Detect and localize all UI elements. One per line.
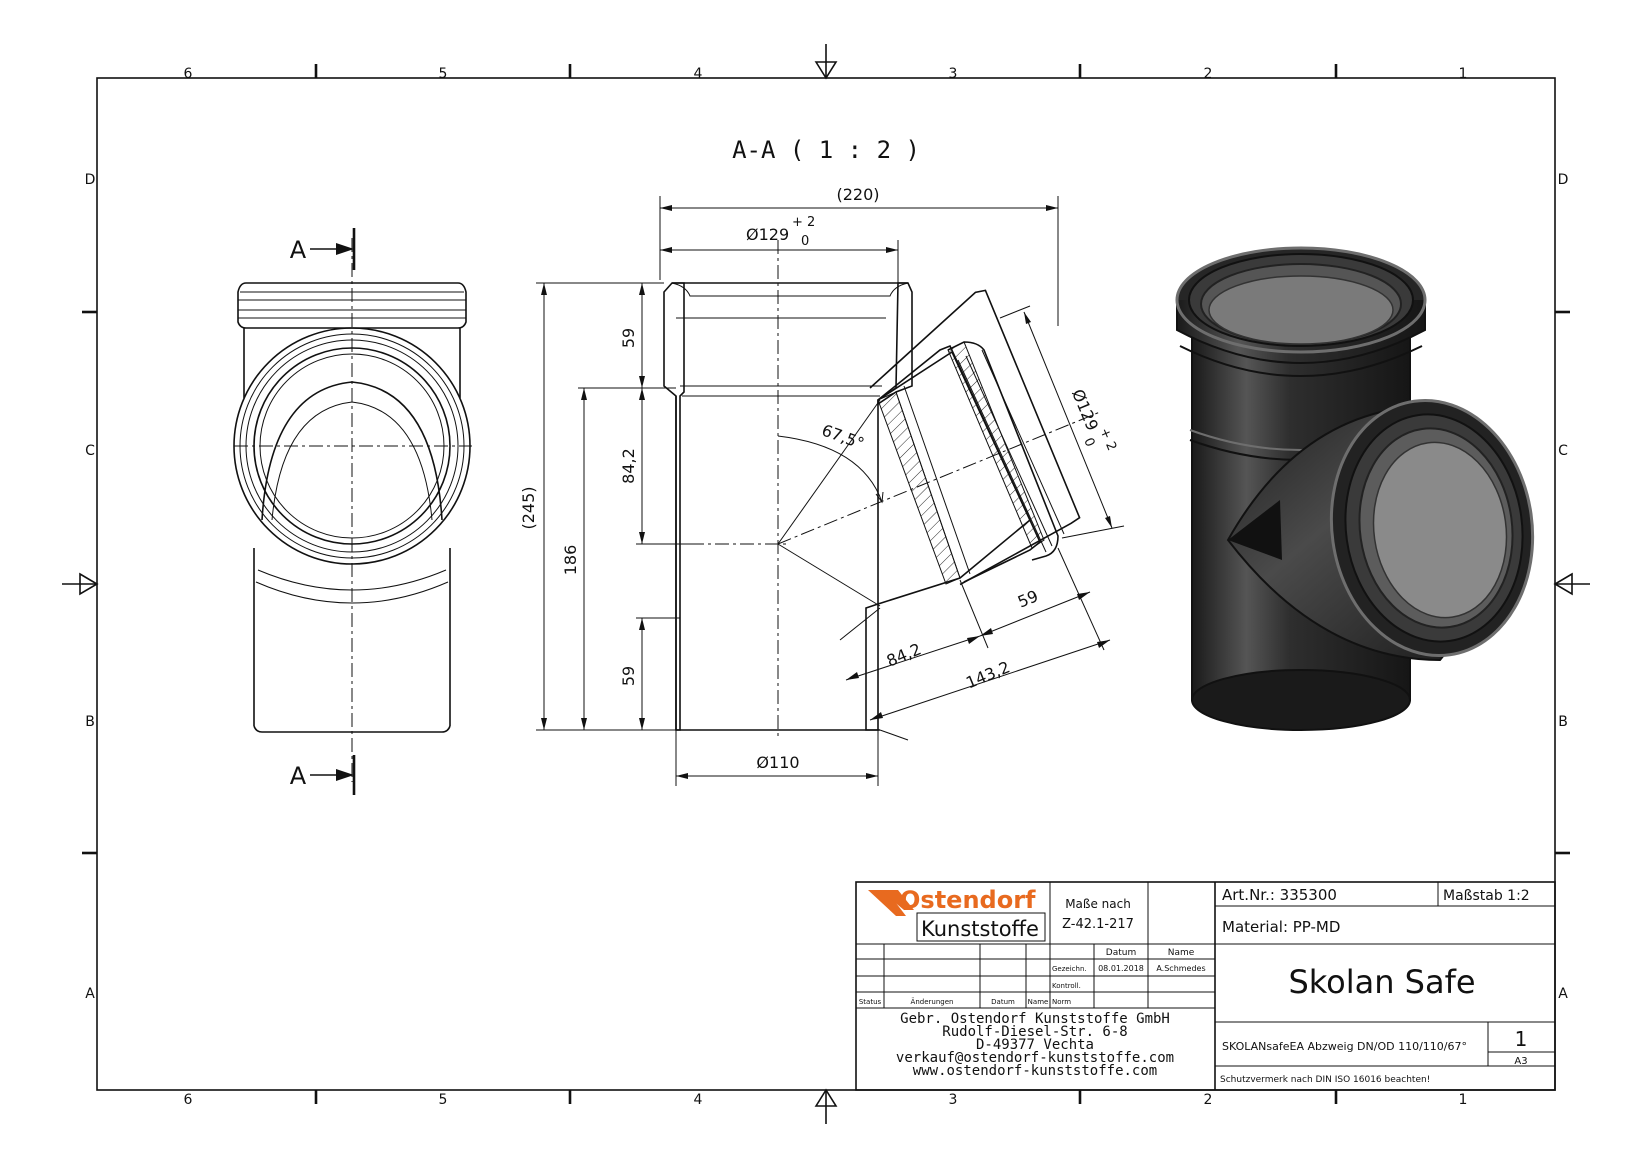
col-header-datum: Datum [1106,948,1136,958]
dim-branch-socket-depth: 59 [1015,586,1041,611]
title-block: Ostendorf Kunststoffe Maße nach Z-42.1-2… [855,881,1556,1091]
col-label-top: 6 [184,66,193,82]
company-line: Gebr. Ostendorf Kunststoffe GmbH [900,1011,1170,1027]
dim-branch-diameter: Ø129 [1068,386,1102,433]
row-label-right: D [1558,172,1569,188]
dim-center-top: 84,2 [619,448,638,484]
centering-mark-bottom [814,1088,838,1124]
row-header-gezeichn: Gezeichn. [1052,965,1087,973]
dim-pipe-diameter: Ø110 [756,753,799,772]
rev-changes-header: Änderungen [911,997,954,1006]
dim-branch-tol-zero: 0 [1080,436,1097,449]
material: Material: PP-MD [1222,918,1340,936]
company-line: Rudolf-Diesel-Str. 6-8 [942,1024,1127,1040]
product-description: SKOLANsafeEA Abzweig DN/OD 110/110/67° [1222,1040,1467,1053]
col-label-bottom: 2 [1204,1092,1213,1108]
logo-ostendorf: Ostendorf [900,886,1036,914]
rev-status-header: Status [859,998,882,1006]
dim-branch-total: 143,2 [963,657,1013,692]
drawing-frame [62,44,1590,1124]
front-view: A A [233,228,472,795]
dim-socket-diameter: Ø129 [746,225,789,244]
col-label-top: 2 [1204,66,1213,82]
col-label-bottom: 1 [1459,1092,1468,1108]
col-label-bottom: 6 [184,1092,193,1108]
dim-body-length: 186 [561,545,580,576]
row-label-right: A [1558,986,1568,1002]
col-label-bottom: 5 [439,1092,448,1108]
centering-mark-right [1553,572,1590,596]
col-label-bottom: 3 [949,1092,958,1108]
dim-branch-tol-plus: + 2 [1096,426,1119,453]
drawn-name: A.Schmedes [1156,964,1205,973]
sheet-number: 1 [1515,1027,1528,1051]
dim-tol-zero: 0 [801,234,809,249]
product-render [1175,246,1535,731]
article-number: Art.Nr.: 335300 [1222,886,1337,904]
row-label-right: B [1558,714,1568,730]
col-label-top: 4 [694,66,703,82]
grid-labels: 6 5 4 3 2 1 6 5 4 3 2 1 D C B A D C B A [85,66,1569,1108]
col-header-name: Name [1168,948,1195,958]
company-line: www.ostendorf-kunststoffe.com [913,1063,1157,1079]
row-label-left: D [85,172,96,188]
row-header-kontroll: Kontroll. [1052,982,1081,990]
company-line: verkauf@ostendorf-kunststoffe.com [896,1050,1174,1066]
protection-note: Schutzvermerk nach DIN ISO 16016 beachte… [1220,1075,1430,1085]
col-label-top: 5 [439,66,448,82]
dim-tol-plus: + 2 [792,215,815,230]
dims-note-line-1: Maße nach [1065,897,1131,911]
rev-datum-header: Datum [991,998,1015,1006]
logo-kunststoffe: Kunststoffe [921,917,1039,941]
section-title: A-A ( 1 : 2 ) [732,136,920,164]
company-line: D-49377 Vechta [976,1037,1094,1053]
dims-note-line-2: Z-42.1-217 [1062,917,1134,932]
drawn-date: 08.01.2018 [1098,964,1144,973]
company-address: Gebr. Ostendorf Kunststoffe GmbH Rudolf-… [896,1011,1174,1079]
section-cut-label-top: A [290,236,307,264]
section-arrow-bottom [310,769,354,781]
dim-overall-height: (245) [519,486,538,529]
rev-name-header: Name [1028,998,1049,1006]
dim-spigot-length: 59 [619,666,638,686]
col-label-top: 1 [1459,66,1468,82]
row-label-left: B [85,714,95,730]
col-label-bottom: 4 [694,1092,703,1108]
col-label-top: 3 [949,66,958,82]
drawing-scale: Maßstab 1:2 [1443,888,1530,904]
row-header-norm: Norm [1052,998,1071,1006]
section-arrow-top [310,243,354,255]
row-label-left: A [85,986,95,1002]
centering-mark-left [62,572,99,596]
centering-mark-top [814,44,838,80]
row-label-right: C [1558,443,1568,459]
section-cut-label-bottom: A [290,762,307,790]
dim-branch-angle: 67,5° [819,420,866,453]
product-name: Skolan Safe [1288,963,1475,1001]
section-view: A-A ( 1 : 2 ) [519,136,1125,786]
dim-branch-center: 84,2 [884,639,924,670]
sheet-format: A3 [1514,1056,1527,1067]
row-label-left: C [85,443,95,459]
dim-socket-depth-top: 59 [619,328,638,348]
dim-overall-width: (220) [836,185,879,204]
company-logo: Ostendorf Kunststoffe [868,886,1046,942]
